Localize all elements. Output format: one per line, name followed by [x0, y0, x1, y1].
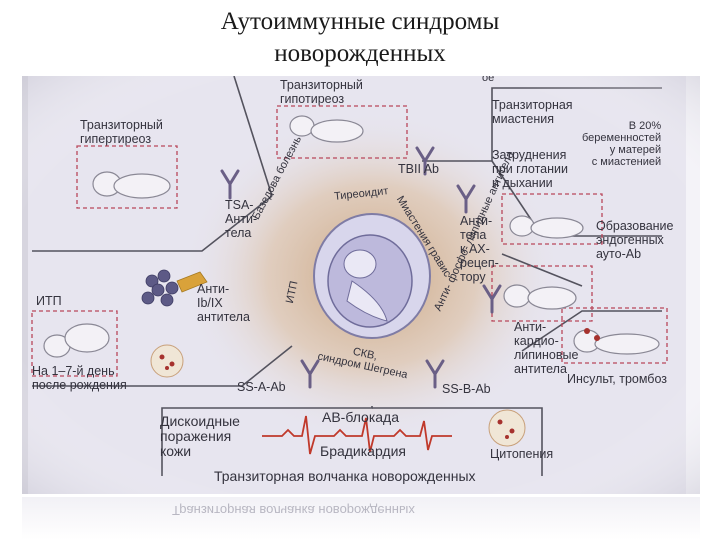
- anticardiolipin-label: Анти- кардио- липиновые антитела: [514, 320, 578, 376]
- stroke-label: Инсульт, тромбоз: [567, 372, 667, 386]
- top-cut-text: ое: [482, 76, 494, 84]
- cytopenia-label: Цитопения: [490, 447, 553, 461]
- bradycardia-label: Брадикардия: [320, 444, 406, 459]
- transient-hyperthyroid-label: Транзиторный гипертиреоз: [80, 118, 163, 146]
- diagram-photo: ое Транзиторный гипотиреоз Транзиторный …: [22, 76, 700, 494]
- transient-hypothyroid-label: Транзиторный гипотиреоз: [280, 78, 363, 106]
- title-line-2: новорожденных: [274, 40, 446, 67]
- percent-note: В 20% беременностей у матерей с миастени…: [582, 120, 661, 168]
- reflection-text: Транзиторная волчанка новорожденных: [172, 503, 415, 518]
- discoid-label: Дискоидные поражения кожи: [160, 414, 240, 459]
- tbii-ab-label: TBII Ab: [398, 162, 439, 176]
- neonatal-lupus-label: Транзиторная волчанка новорожденных: [214, 469, 476, 484]
- av-block-label: АВ-блокада: [322, 410, 399, 425]
- slide-title: Аутоиммунные синдромы новорожденных: [0, 6, 720, 70]
- ssa-ab-label: SS-A-Ab: [237, 380, 286, 394]
- anti-ib-ix-label: Анти- Ib/IX антитела: [197, 282, 250, 324]
- tsa-antibodies-label: TSA- Анти- тела: [225, 198, 257, 240]
- photo-reflection: Транзиторная волчанка новорожденных: [22, 497, 700, 540]
- endogenous-ab-label: Образование эндогенных ауто-Ab: [596, 219, 673, 261]
- days-note: На 1–7-й день после рождения: [32, 364, 127, 392]
- transient-myasthenia-label: Транзиторная миастения: [492, 98, 573, 126]
- title-line-1: Аутоиммунные синдромы: [221, 8, 500, 35]
- itp-left-label: ИТП: [36, 294, 62, 308]
- ssb-ab-label: SS-B-Ab: [442, 382, 491, 396]
